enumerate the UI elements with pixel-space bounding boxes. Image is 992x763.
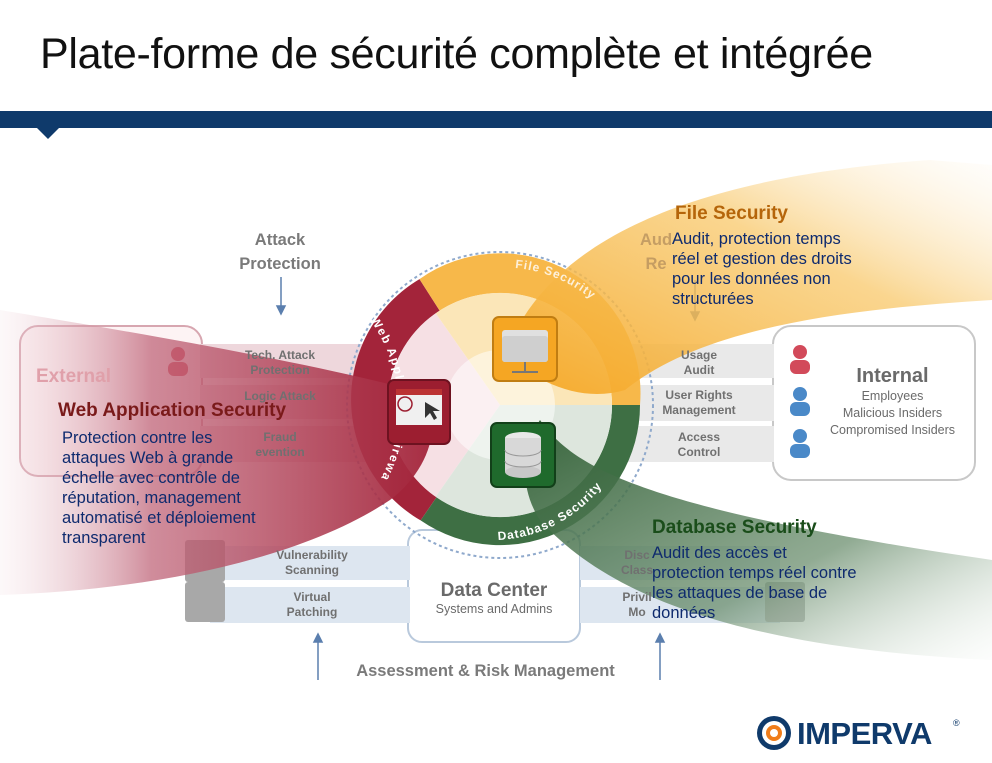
row-label-line: Class: [620, 563, 654, 577]
row-label-line: Patching: [286, 605, 338, 619]
row-label-line: Virtual: [293, 590, 331, 604]
row-label-line: Management: [662, 403, 736, 417]
right-row-bar: [612, 426, 774, 462]
desc-line: les attaques de base de: [652, 584, 828, 602]
web-app-security-desc: Protection contre les attaques Web à gra…: [62, 428, 312, 548]
desc-line: réel et gestion des droits: [672, 250, 852, 268]
file-security-swoosh: [505, 160, 992, 394]
desc-line: structurées: [672, 290, 754, 308]
row-label-line: Tech. Attack: [244, 348, 316, 362]
database-security-desc: Audit des accès et protection temps réel…: [652, 543, 912, 623]
web-app-security-title: Web Application Security: [58, 400, 287, 421]
row-label-line: evention: [255, 445, 305, 459]
internal-item: Employees: [861, 389, 924, 403]
internal-title: Internal: [856, 365, 929, 387]
desc-line: données: [652, 604, 716, 622]
row-label-line: User Rights: [665, 388, 733, 402]
desc-line: protection temps réel contre: [652, 564, 857, 582]
row-label-line: Scanning: [284, 563, 339, 577]
person-icon: [790, 345, 810, 458]
file-security-desc: Audit, protection temps réel et gestion …: [672, 229, 912, 309]
assessment-label: Assessment & Risk Management: [356, 662, 615, 680]
attack-protection-line: Attack: [254, 231, 306, 249]
audit-reporting-line: Aud: [639, 231, 673, 249]
imperva-logo-icon: [757, 716, 791, 750]
data-center-subtitle: Systems and Admins: [435, 602, 553, 616]
imperva-logo-reg: ®: [953, 718, 960, 728]
imperva-logo-text: IMPERVA: [797, 716, 932, 751]
row-label-line: Disc: [624, 548, 650, 562]
row-label-line: Vulnerability: [276, 548, 348, 562]
banner-notch: [36, 127, 60, 139]
data-center-title: Data Center: [440, 580, 548, 601]
desc-line: Protection contre les: [62, 429, 213, 447]
row-label: Logic Attack: [220, 389, 340, 404]
database-security-title: Database Security: [652, 517, 817, 538]
row-label-line: Logic Attack: [244, 389, 316, 403]
desc-line: Audit des accès et: [652, 544, 787, 562]
desc-line: Audit, protection temps: [672, 230, 841, 248]
desc-line: réputation, management: [62, 489, 241, 507]
database-icon: [490, 422, 556, 488]
web-app-swoosh: [0, 310, 433, 595]
attack-protection-line: Protection: [239, 255, 321, 273]
browser-icon: [387, 379, 451, 445]
row-label-line: Mo: [628, 605, 646, 619]
attack-protection-label: Attack Protection: [220, 228, 340, 276]
row-label-line: Fraud: [263, 430, 297, 444]
row-label-line: Audit: [683, 363, 715, 377]
audit-reporting-line: Re: [645, 255, 667, 273]
imperva-logo: IMPERVA ®: [755, 714, 965, 754]
file-security-title: File Security: [675, 203, 788, 224]
desc-line: échelle avec contrôle de: [62, 469, 240, 487]
row-label-line: Usage: [680, 348, 718, 362]
database-security-swoosh: [525, 420, 992, 660]
row-label-line: Privil: [622, 590, 652, 604]
desc-line: pour les données non: [672, 270, 831, 288]
bottom-row-bar: [210, 587, 410, 623]
row-label-line: Access: [677, 430, 721, 444]
external-label: External: [36, 366, 111, 387]
row-label-line: Control: [677, 445, 721, 459]
internal-item: Compromised Insiders: [829, 423, 956, 437]
audit-reporting-label: Aud Re: [626, 228, 686, 276]
row-label-line: Protection: [250, 363, 310, 377]
internal-item: Malicious Insiders: [842, 406, 943, 420]
page-title: Plate-forme de sécurité complète et inté…: [40, 30, 873, 78]
desc-line: automatisé et déploiement: [62, 509, 256, 527]
internal-group: Internal Employees Malicious Insiders Co…: [815, 365, 970, 439]
desc-line: transparent: [62, 529, 146, 547]
data-center-group: Data Center Systems and Admins: [408, 580, 580, 616]
desc-line: attaques Web à grande: [62, 449, 234, 467]
folder-icon: [492, 316, 558, 382]
title-banner: [0, 111, 992, 128]
